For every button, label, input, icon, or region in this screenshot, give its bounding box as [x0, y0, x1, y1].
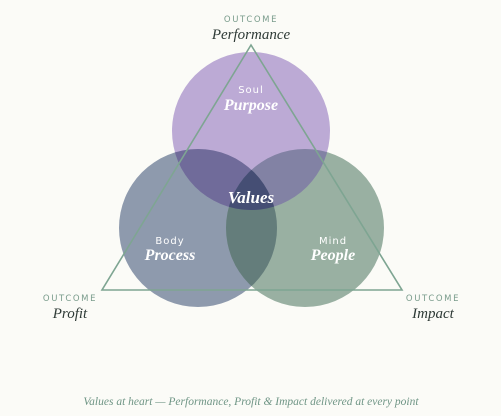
outcome-top-name: Performance: [211, 27, 291, 43]
values-name: Values: [228, 188, 275, 207]
outcome-triangle: [100, 43, 404, 291]
people-name: People: [310, 247, 355, 264]
purpose-name: Purpose: [223, 97, 278, 114]
center-values-region: [226, 149, 277, 210]
overlap-soul-body: [172, 149, 277, 210]
outcome-left-eyebrow: OUTCOME: [43, 294, 97, 304]
body-label: Body: [155, 236, 184, 247]
soul-label: Soul: [238, 85, 264, 96]
mind-label: Mind: [319, 236, 347, 247]
caption: Values at heart — Performance, Profit & …: [83, 396, 419, 408]
outcome-right-eyebrow: OUTCOME: [406, 294, 460, 304]
process-name: Process: [144, 247, 196, 264]
outcome-top-eyebrow: OUTCOME: [224, 15, 278, 25]
outcome-left-name: Profit: [52, 306, 88, 322]
outcome-right-name: Impact: [411, 306, 454, 322]
